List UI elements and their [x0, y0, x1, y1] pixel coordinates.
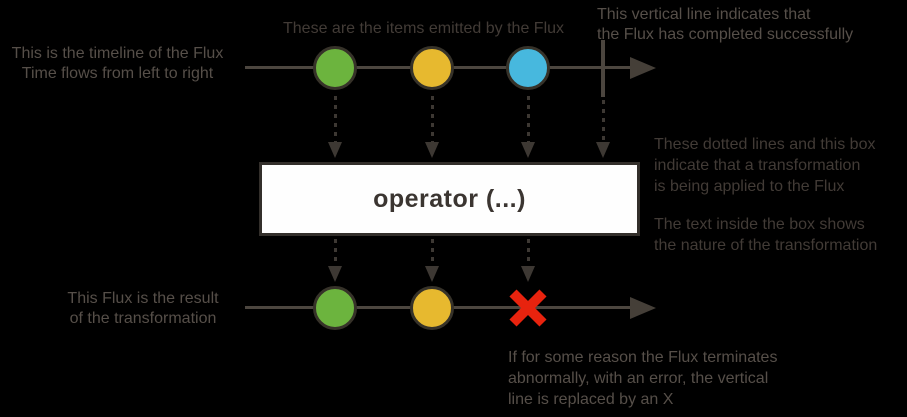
source-timeline-arrowhead-icon — [630, 57, 656, 79]
result-timeline-arrowhead-icon — [630, 297, 656, 319]
transform-note: These dotted lines and this box indicate… — [654, 136, 876, 195]
dotted-arrowhead-icon-3 — [521, 142, 535, 158]
complete-signal-line — [601, 40, 605, 97]
source-item-2 — [410, 46, 454, 90]
result-item-1 — [313, 286, 357, 330]
dotted-arrow-line-4 — [602, 100, 605, 142]
source-item-3 — [506, 46, 550, 90]
items-note: These are the items emitted by the Flux — [283, 20, 565, 37]
dotted-arrow-line-1 — [334, 96, 337, 142]
dotted-arrow-line-2 — [431, 96, 434, 142]
dotted-arrow-line-7 — [527, 239, 530, 266]
operator-label: operator (...) — [373, 184, 526, 213]
result-item-2 — [410, 286, 454, 330]
dotted-arrowhead-icon-4 — [596, 142, 610, 158]
error-note: If for some reason the Flux terminates a… — [508, 349, 778, 408]
dotted-arrowhead-icon-6 — [425, 266, 439, 282]
error-x-icon — [509, 289, 547, 327]
dotted-arrow-line-5 — [334, 239, 337, 266]
timeline-note: This is the timeline of the Flux Time fl… — [11, 45, 224, 82]
dotted-arrowhead-icon-7 — [521, 266, 535, 282]
dotted-arrowhead-icon-5 — [328, 266, 342, 282]
operator-box: operator (...) — [259, 162, 640, 236]
result-note: This Flux is the result of the transform… — [67, 290, 219, 327]
dotted-arrowhead-icon-2 — [425, 142, 439, 158]
complete-note: This vertical line indicates that the Fl… — [597, 6, 854, 43]
dotted-arrowhead-icon-1 — [328, 142, 342, 158]
source-item-1 — [313, 46, 357, 90]
box-text-note: The text inside the box shows the nature… — [654, 216, 878, 254]
dotted-arrow-line-6 — [431, 239, 434, 266]
dotted-arrow-line-3 — [527, 96, 530, 142]
